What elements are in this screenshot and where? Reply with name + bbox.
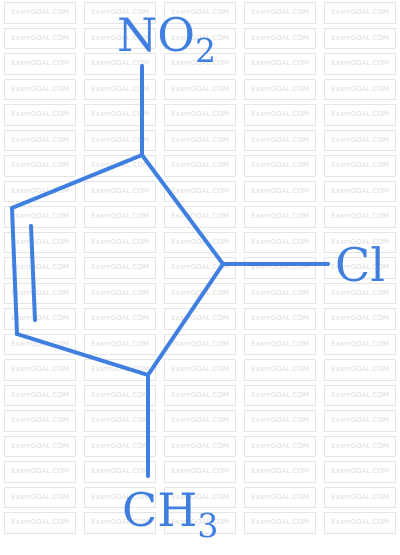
bond-ring-c4-c5 [10,206,19,336]
bond-ring-c5-c1 [10,153,144,210]
substituent-cl-label: Cl [335,238,385,292]
substituent-ch3-label: CH3 [122,483,218,545]
bond-ring-c2-c3 [146,262,225,377]
substituent-no2-label: NO2 [117,8,216,70]
bond-ring-c1-c2 [140,153,225,266]
bond-ring-c3-c4 [15,332,150,377]
bond-ring-c4-c5-double [29,224,37,322]
